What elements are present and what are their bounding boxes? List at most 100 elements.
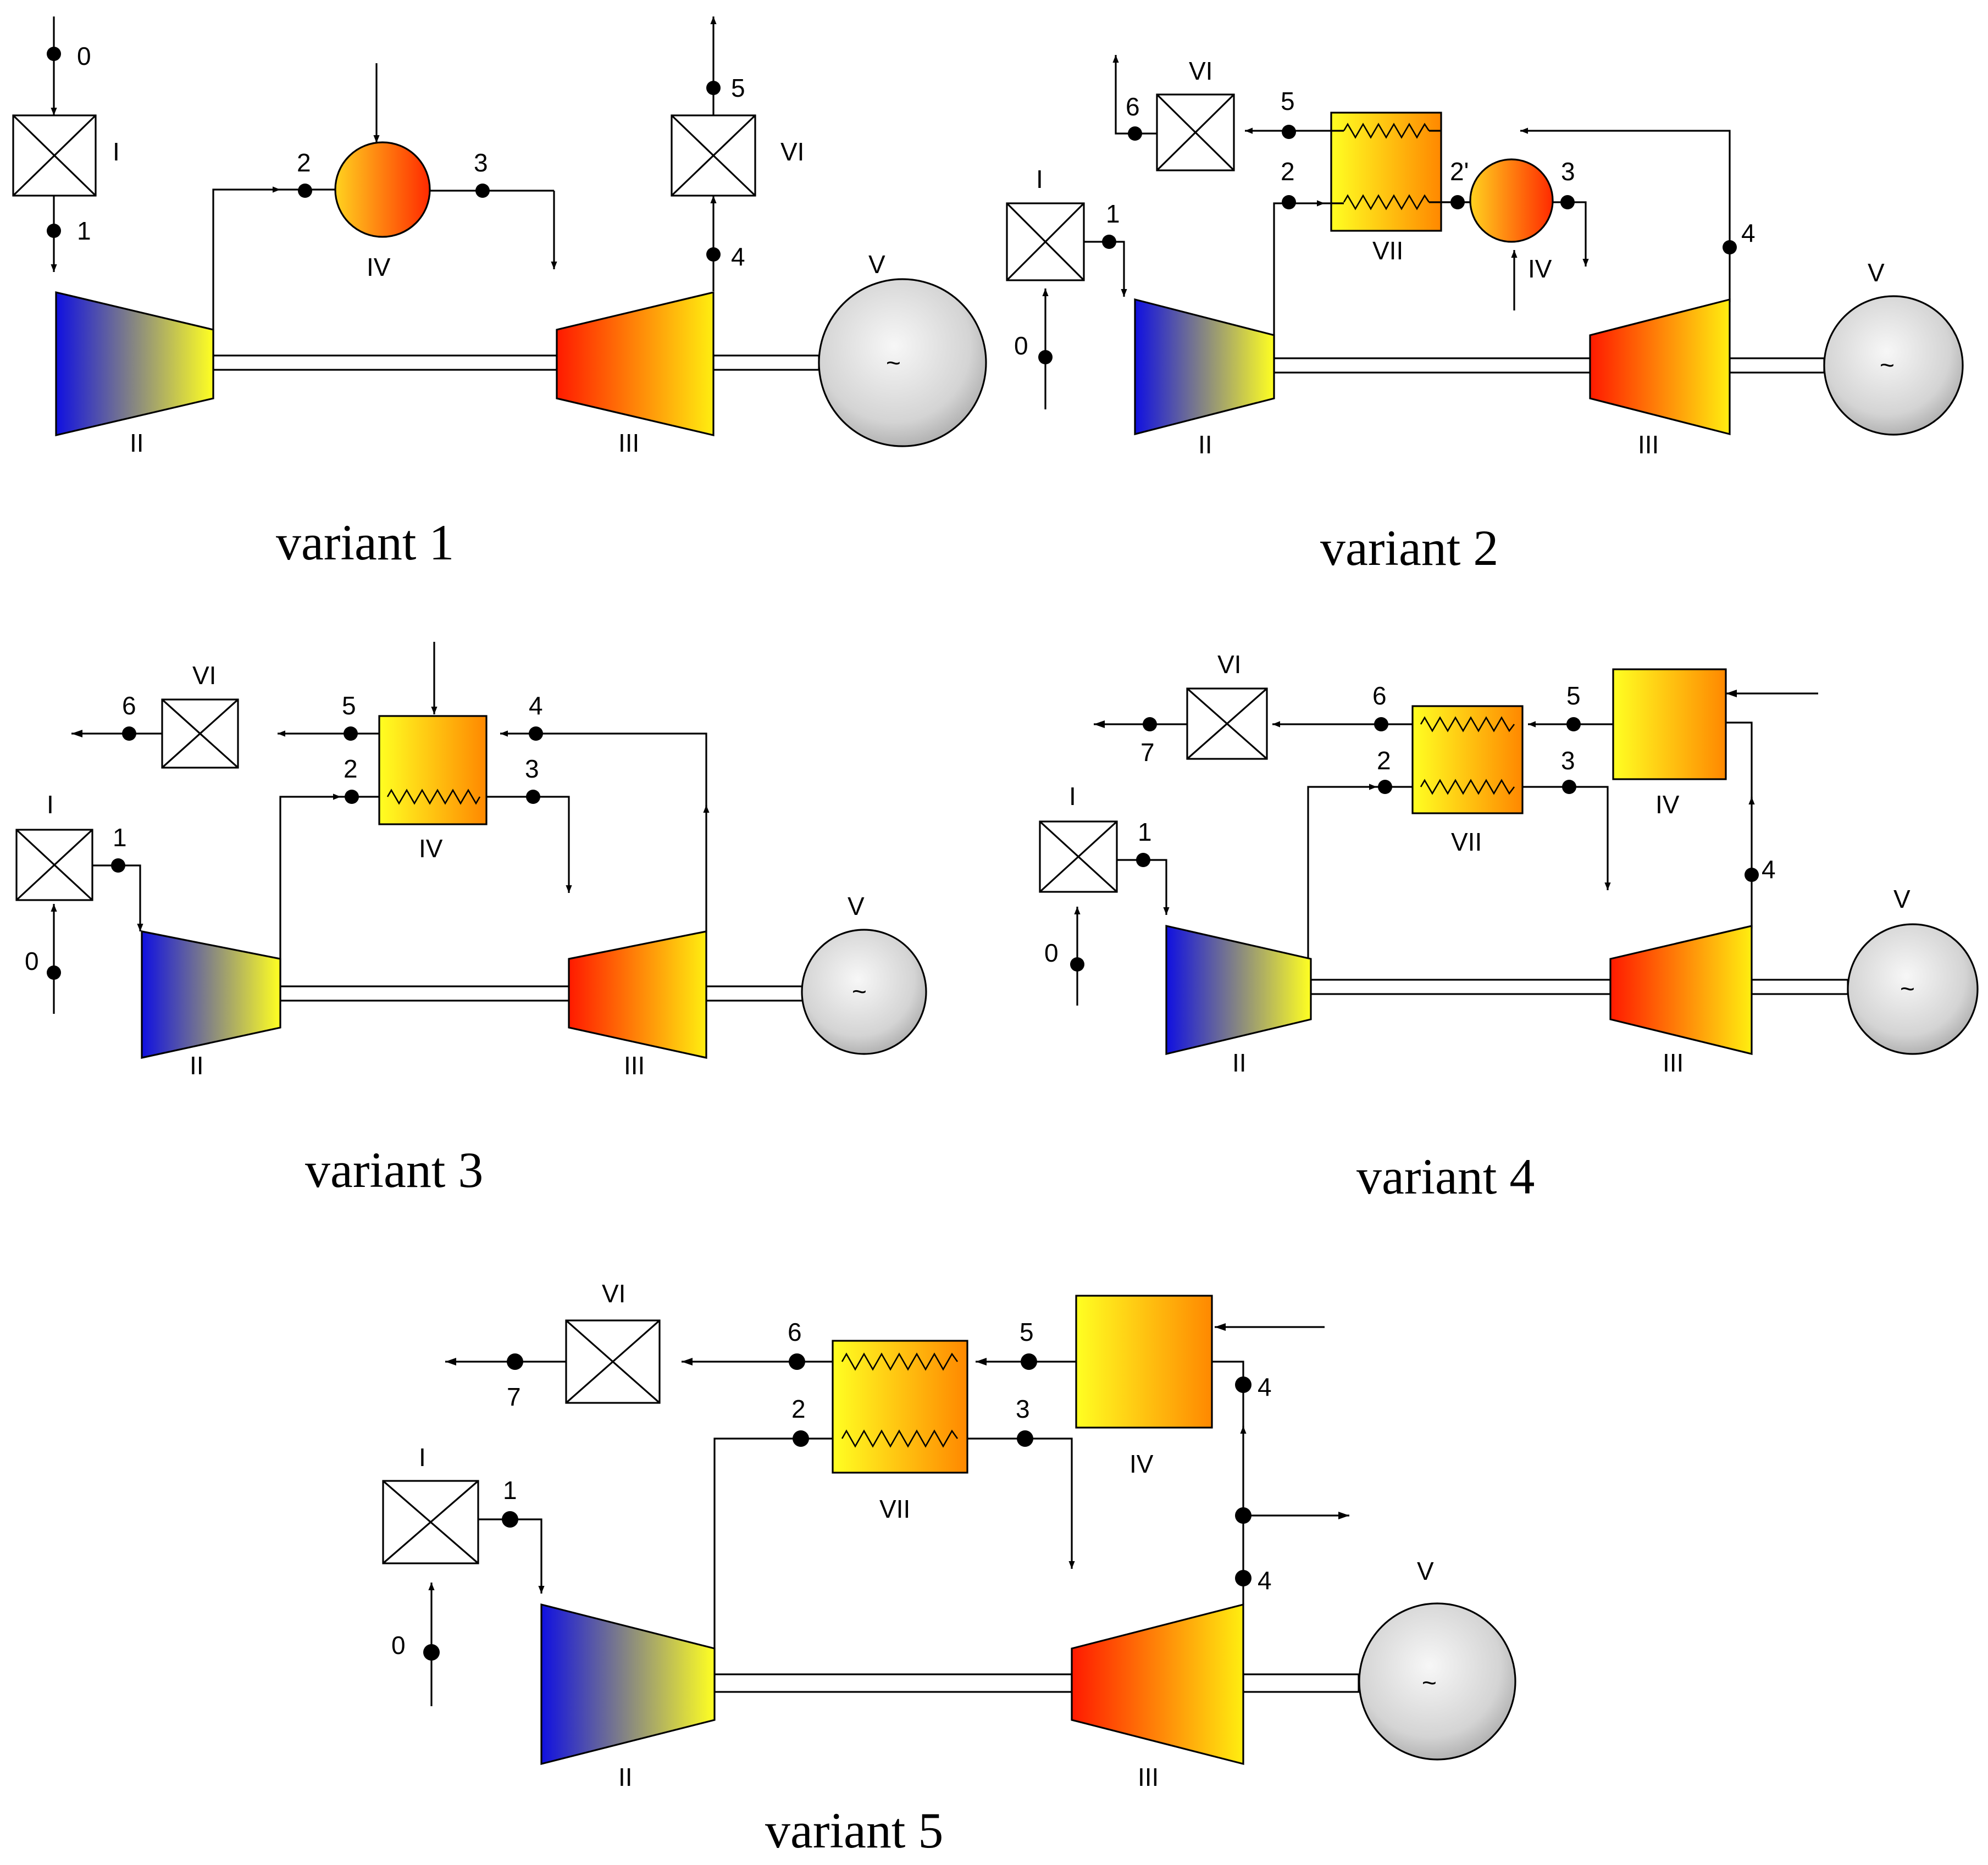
state-label: 0 bbox=[391, 1631, 406, 1659]
shaft bbox=[1273, 357, 1591, 374]
state-label: 4 bbox=[1762, 855, 1776, 884]
component-label: IV bbox=[1129, 1450, 1154, 1478]
state-label: 2 bbox=[1281, 157, 1295, 186]
recuperator bbox=[1330, 112, 1442, 232]
state-point bbox=[122, 726, 136, 741]
recuperator bbox=[832, 1340, 968, 1474]
state-label: 3 bbox=[1561, 746, 1575, 775]
state-label: 1 bbox=[1138, 818, 1152, 846]
turbine bbox=[556, 291, 715, 437]
state-label: 4 bbox=[731, 242, 745, 271]
shaft bbox=[1242, 1673, 1360, 1693]
component-label: II bbox=[1198, 430, 1212, 459]
state-point bbox=[1021, 1353, 1037, 1370]
state-point bbox=[793, 1430, 809, 1447]
state-point bbox=[47, 965, 61, 980]
state-point bbox=[1282, 125, 1296, 139]
variant-caption: variant 4 bbox=[1356, 1148, 1535, 1205]
generator-icon bbox=[801, 929, 927, 1055]
state-label: 5 bbox=[1281, 87, 1295, 115]
state-label: 0 bbox=[77, 42, 91, 70]
state-point bbox=[423, 1644, 440, 1661]
shaft bbox=[713, 1673, 1073, 1693]
state-point bbox=[298, 184, 312, 198]
variant-caption: variant 1 bbox=[276, 514, 454, 570]
generator-symbol: ~ bbox=[1900, 974, 1915, 1003]
state-point bbox=[1128, 126, 1142, 141]
heater-sphere bbox=[1469, 158, 1554, 243]
state-label: 2 bbox=[297, 148, 311, 177]
heat-exchange-coil-icon bbox=[841, 1352, 959, 1371]
turbine bbox=[1071, 1603, 1244, 1766]
heat-exchange-coil-icon bbox=[1420, 716, 1515, 732]
heater-box bbox=[1612, 668, 1727, 780]
variant-4: ~ 0 1 2 3 4 5 6 7 I II III IV V VI VII v… bbox=[1039, 650, 1979, 1205]
component-label: VII bbox=[1372, 236, 1403, 265]
state-point bbox=[47, 47, 61, 61]
state-label: 3 bbox=[525, 754, 539, 783]
state-point bbox=[1235, 1376, 1252, 1393]
state-label: 2 bbox=[344, 754, 358, 783]
turbine bbox=[1609, 924, 1753, 1056]
component-label: I bbox=[113, 137, 120, 166]
generator-symbol: ~ bbox=[886, 348, 901, 377]
component-label: III bbox=[618, 429, 639, 457]
generator-symbol: ~ bbox=[1880, 351, 1895, 379]
state-label: 2' bbox=[1450, 157, 1469, 186]
state-point bbox=[706, 247, 721, 262]
shaft bbox=[1310, 979, 1612, 995]
component-label: IV bbox=[1655, 790, 1680, 819]
state-label: 5 bbox=[342, 691, 356, 720]
flow-arrow-icon bbox=[1117, 859, 1170, 915]
flow-arrow-icon bbox=[478, 796, 572, 893]
component-label: II bbox=[1232, 1048, 1247, 1077]
component-label: V bbox=[1893, 885, 1911, 913]
filter-box-icon bbox=[1039, 820, 1118, 893]
generator-symbol: ~ bbox=[1422, 1668, 1437, 1697]
variant-caption: variant 2 bbox=[1320, 520, 1498, 576]
state-point bbox=[1450, 195, 1465, 209]
state-point bbox=[1136, 853, 1150, 867]
state-point bbox=[1378, 780, 1392, 794]
state-point bbox=[1038, 350, 1053, 364]
heater-box bbox=[1075, 1295, 1213, 1429]
shaft bbox=[1729, 357, 1825, 374]
component-label: VI bbox=[1217, 650, 1241, 679]
component-label: IV bbox=[1528, 254, 1552, 283]
component-label: III bbox=[1663, 1048, 1684, 1077]
heat-exchange-coil-icon bbox=[386, 789, 481, 805]
heater-box bbox=[378, 715, 488, 825]
flow-arrow-icon bbox=[1307, 784, 1377, 984]
state-label: 0 bbox=[1044, 939, 1059, 967]
state-point bbox=[502, 1511, 518, 1528]
variant-caption: variant 5 bbox=[765, 1802, 943, 1858]
state-label: 5 bbox=[1566, 681, 1581, 710]
variant-5: ~ 0 1 2 3 4 4 5 6 7 I II III IV V VI VII… bbox=[382, 1279, 1516, 1858]
turbine bbox=[1589, 298, 1731, 436]
shaft bbox=[712, 354, 820, 371]
state-label: 4 bbox=[1741, 219, 1756, 247]
flow-arrow-icon bbox=[500, 730, 707, 808]
flow-arrow-icon bbox=[212, 186, 280, 360]
flow-arrow-icon bbox=[967, 1437, 1075, 1569]
component-label: III bbox=[1638, 430, 1659, 459]
state-point bbox=[1143, 717, 1157, 731]
state-point bbox=[529, 726, 543, 741]
state-label: 7 bbox=[507, 1383, 521, 1411]
component-label: V bbox=[1868, 258, 1885, 287]
state-point bbox=[1374, 717, 1388, 731]
component-label: I bbox=[1069, 782, 1076, 811]
flow-arrow-icon bbox=[713, 1435, 802, 1673]
flow-arrow-icon bbox=[1520, 786, 1611, 890]
state-point bbox=[1070, 957, 1084, 972]
state-label: 5 bbox=[731, 74, 745, 102]
state-point bbox=[1560, 195, 1575, 209]
filter-box-icon bbox=[382, 1480, 479, 1564]
state-label: 6 bbox=[788, 1318, 802, 1346]
state-label: 1 bbox=[113, 823, 127, 852]
heat-exchange-coil-icon bbox=[1343, 194, 1430, 210]
state-point bbox=[1282, 195, 1296, 209]
generator-icon bbox=[1847, 923, 1979, 1055]
component-label: I bbox=[47, 790, 54, 819]
compressor bbox=[1165, 924, 1312, 1056]
